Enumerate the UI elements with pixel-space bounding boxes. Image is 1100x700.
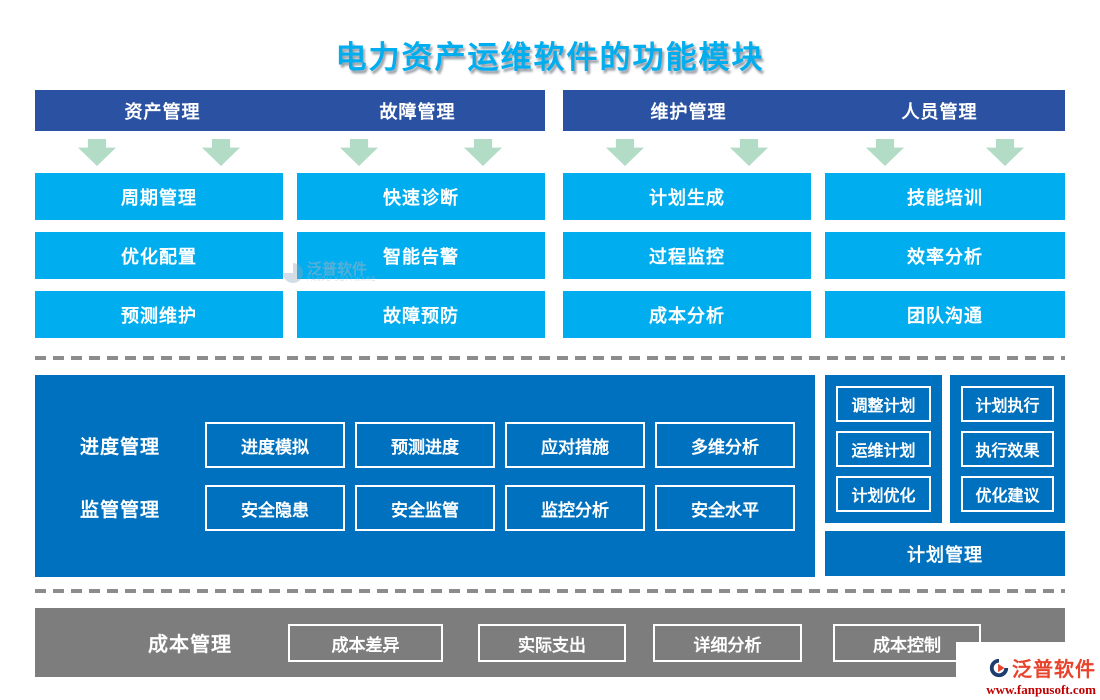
node-safety-hazards: 安全隐患 (205, 485, 345, 531)
fanpu-logo: 泛普软件 www.fanpusoft.com (956, 642, 1096, 698)
down-arrow-icon (78, 139, 116, 166)
node-cycle-management: 周期管理 (35, 173, 283, 220)
node-safety-supervision: 安全监管 (355, 485, 495, 531)
node-predictive-maintenance: 预测维护 (35, 291, 283, 338)
label-cost-management: 成本管理 (148, 634, 232, 656)
down-arrow-icon (464, 139, 502, 166)
column-personnel-management: 技能培训 效率分析 团队沟通 (825, 173, 1065, 338)
fanpu-logo-url: www.fanpusoft.com (986, 682, 1096, 697)
header-bar-left: 资产管理 故障管理 (35, 90, 545, 131)
node-adjust-plan: 调整计划 (836, 386, 931, 422)
node-monitoring-analysis: 监控分析 (505, 485, 645, 531)
fanpu-logo-icon (988, 657, 1010, 679)
header-bar-right: 维护管理 人员管理 (563, 90, 1065, 131)
node-team-communication: 团队沟通 (825, 291, 1065, 338)
column-maintenance-management: 计划生成 过程监控 成本分析 (563, 173, 811, 338)
node-cost-analysis: 成本分析 (563, 291, 811, 338)
down-arrow-icon (606, 139, 644, 166)
dashed-divider-bottom (35, 589, 1065, 593)
header-asset-management: 资产管理 (124, 101, 201, 122)
node-efficiency-analysis: 效率分析 (825, 232, 1065, 279)
page-title: 电力资产运维软件的功能模块 (335, 40, 765, 75)
node-rapid-diagnosis: 快速诊断 (297, 173, 545, 220)
node-actual-expenditure: 实际支出 (478, 624, 626, 662)
fanpu-logo-text: 泛普软件 (1012, 659, 1096, 681)
node-plan-generation: 计划生成 (563, 173, 811, 220)
down-arrow-icon (866, 139, 904, 166)
label-progress-management: 进度管理 (79, 436, 160, 458)
node-execution-effect: 执行效果 (961, 431, 1054, 467)
node-om-plan: 运维计划 (836, 431, 931, 467)
down-arrow-icon (202, 139, 240, 166)
header-fault-management: 故障管理 (379, 101, 456, 122)
header-maintenance-management: 维护管理 (650, 101, 727, 122)
dashed-divider-top (35, 356, 1065, 360)
column-fault-management: 快速诊断 智能告警 故障预防 (297, 173, 545, 338)
node-response-measures: 应对措施 (505, 422, 645, 468)
progress-supervision-panel: 进度管理 进度模拟 预测进度 应对措施 多维分析 监管管理 安全隐患 安全监管 … (35, 375, 815, 577)
down-arrow-icon (986, 139, 1024, 166)
label-plan-management: 计划管理 (825, 531, 1065, 576)
plan-panel-right: 计划执行 执行效果 优化建议 (950, 375, 1065, 523)
node-process-monitoring: 过程监控 (563, 232, 811, 279)
node-plan-optimization: 计划优化 (836, 476, 931, 512)
down-arrow-icon (340, 139, 378, 166)
down-arrow-icon (730, 139, 768, 166)
node-cost-variance: 成本差异 (288, 624, 443, 662)
node-detailed-analysis: 详细分析 (653, 624, 802, 662)
node-optimization-suggestion: 优化建议 (961, 476, 1054, 512)
header-personnel-management: 人员管理 (901, 101, 978, 122)
node-safety-level: 安全水平 (655, 485, 795, 531)
column-asset-management: 周期管理 优化配置 预测维护 (35, 173, 283, 338)
label-supervision-management: 监管管理 (79, 499, 160, 521)
node-multidimensional-analysis: 多维分析 (655, 422, 795, 468)
node-fault-prevention: 故障预防 (297, 291, 545, 338)
node-progress-forecast: 预测进度 (355, 422, 495, 468)
cost-management-bar: 成本管理 成本差异 实际支出 详细分析 成本控制 (35, 608, 1065, 677)
node-skill-training: 技能培训 (825, 173, 1065, 220)
node-optimized-configuration: 优化配置 (35, 232, 283, 279)
node-smart-alerts: 智能告警 (297, 232, 545, 279)
node-plan-execution: 计划执行 (961, 386, 1054, 422)
plan-panel-left: 调整计划 运维计划 计划优化 (825, 375, 942, 523)
node-progress-simulation: 进度模拟 (205, 422, 345, 468)
